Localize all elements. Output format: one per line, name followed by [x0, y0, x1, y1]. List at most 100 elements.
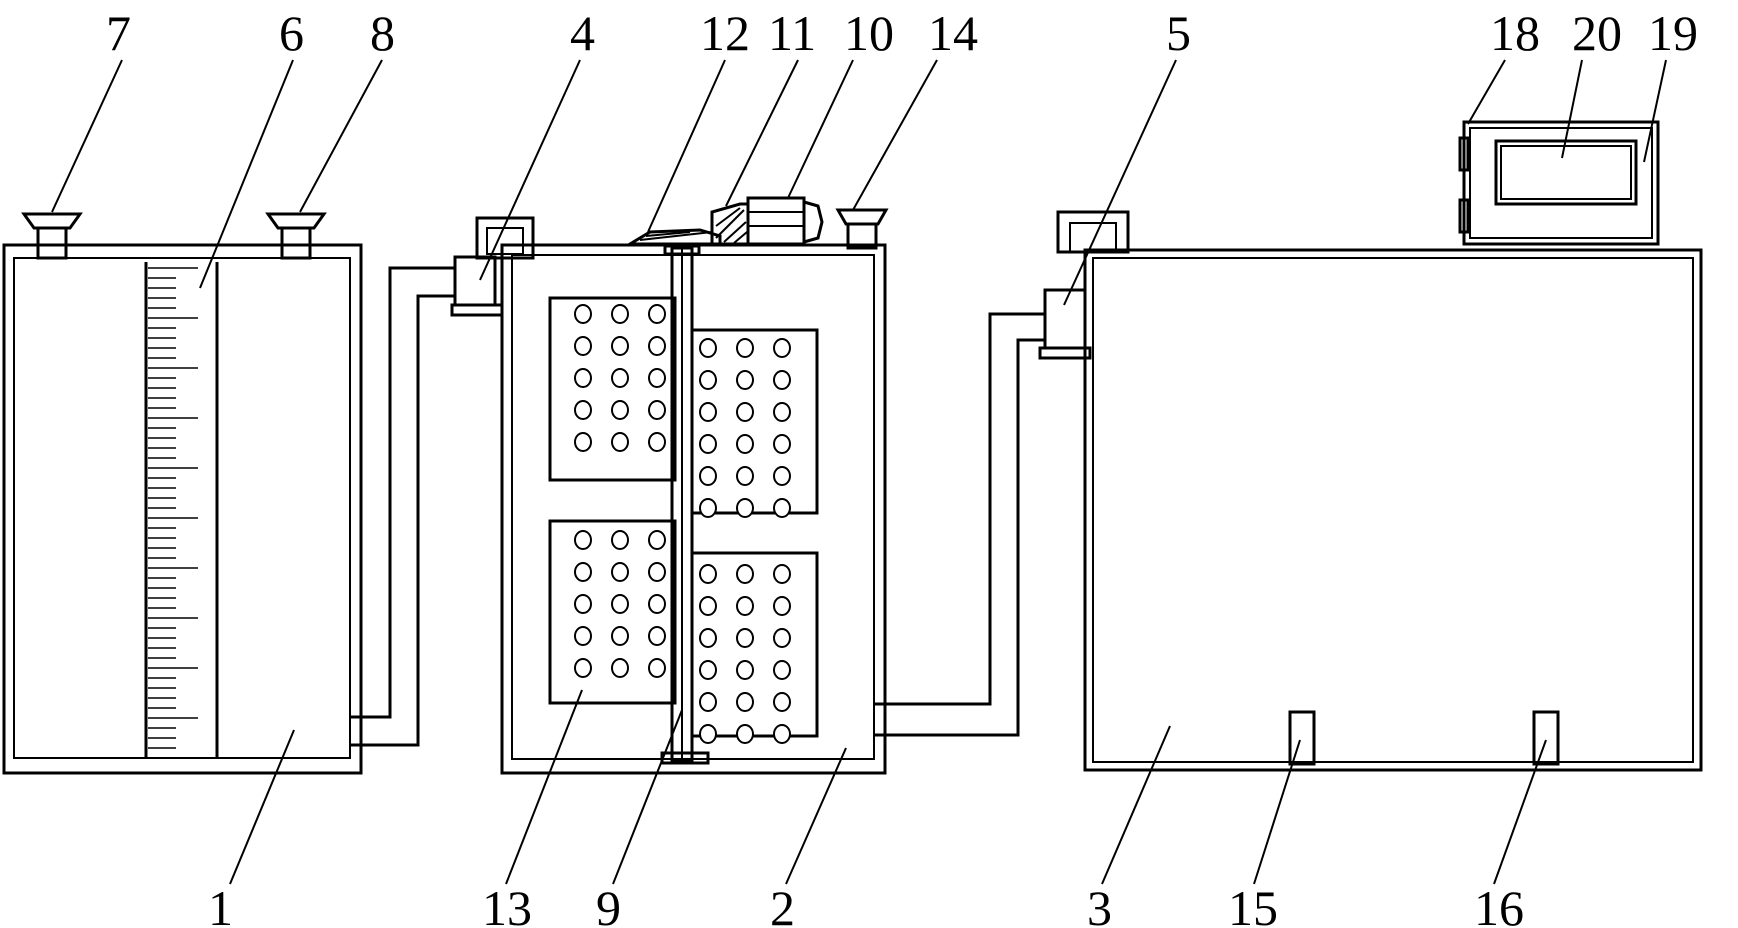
- paddle-panels-13: [548, 296, 819, 744]
- perforation-hole: [736, 692, 754, 712]
- perforation-hole: [574, 594, 592, 614]
- label-12: 12: [700, 5, 750, 61]
- perforation-hole: [699, 434, 717, 454]
- sensor-16: [1532, 710, 1560, 766]
- display-screen-20: [1494, 139, 1638, 206]
- perforation-hole: [773, 370, 791, 390]
- perforation-hole: [648, 530, 666, 550]
- label-18: 18: [1490, 5, 1540, 61]
- perforation-hole: [648, 626, 666, 646]
- perforation-hole: [574, 658, 592, 678]
- label-14: 14: [928, 5, 978, 61]
- tank-3: [1083, 248, 1703, 772]
- perforation-hole: [699, 692, 717, 712]
- funnel-inlet-8: [265, 212, 327, 260]
- perforation-hole: [736, 564, 754, 584]
- perforation-hole: [736, 370, 754, 390]
- perforation-hole: [736, 338, 754, 358]
- perforation-hole: [611, 336, 629, 356]
- label-15: 15: [1228, 880, 1278, 928]
- perforation-hole: [574, 530, 592, 550]
- perforation-hole: [648, 336, 666, 356]
- perforation-hole: [773, 564, 791, 584]
- label-3: 3: [1087, 880, 1112, 928]
- label-10: 10: [844, 5, 894, 61]
- funnel-inlet-7: [21, 212, 83, 260]
- perforation-hole: [773, 466, 791, 486]
- label-5: 5: [1166, 5, 1191, 61]
- gear-12: [624, 228, 722, 246]
- label-7: 7: [106, 5, 131, 61]
- perforation-hole: [773, 402, 791, 422]
- label-9: 9: [596, 880, 621, 928]
- perforation-hole: [648, 658, 666, 678]
- perforation-hole: [773, 434, 791, 454]
- perforation-hole: [648, 594, 666, 614]
- label-20: 20: [1572, 5, 1622, 61]
- perforation-hole: [611, 530, 629, 550]
- perforation-hole: [648, 400, 666, 420]
- scale-ruler-6: [144, 262, 219, 758]
- perforation-hole: [574, 336, 592, 356]
- perforation-hole: [736, 402, 754, 422]
- perforation-hole: [773, 628, 791, 648]
- label-2: 2: [770, 880, 795, 928]
- perforation-hole: [611, 432, 629, 452]
- perforation-hole: [699, 596, 717, 616]
- perforation-hole: [699, 498, 717, 518]
- label-19: 19: [1648, 5, 1698, 61]
- perforation-hole: [611, 594, 629, 614]
- perforation-hole: [736, 466, 754, 486]
- label-6: 6: [279, 5, 304, 61]
- perforation-hole: [736, 724, 754, 744]
- perforation-hole: [611, 400, 629, 420]
- perforation-hole: [648, 432, 666, 452]
- perforation-hole: [574, 368, 592, 388]
- perforation-hole: [574, 432, 592, 452]
- perforation-hole: [736, 434, 754, 454]
- perforation-hole: [699, 724, 717, 744]
- control-box-19: [1458, 120, 1660, 246]
- perforation-hole: [699, 402, 717, 422]
- perforation-hole: [699, 466, 717, 486]
- label-11: 11: [768, 5, 816, 61]
- label-8: 8: [370, 5, 395, 61]
- funnel-inlet-14: [835, 208, 889, 250]
- perforation-hole: [574, 400, 592, 420]
- perforation-hole: [773, 692, 791, 712]
- pipe-1-to-2: [350, 266, 455, 747]
- perforation-hole: [648, 562, 666, 582]
- perforation-hole: [773, 596, 791, 616]
- perforation-hole: [699, 564, 717, 584]
- sensor-15: [1288, 710, 1316, 766]
- perforation-hole: [648, 304, 666, 324]
- perforation-hole: [773, 498, 791, 518]
- perforation-hole: [699, 660, 717, 680]
- label-13: 13: [482, 880, 532, 928]
- gearbox-11: [710, 202, 750, 246]
- perforation-hole: [773, 338, 791, 358]
- part-labels: 7 6 8 4 12 11 10 14 5 18 20 19 1 13 9 2 …: [106, 5, 1698, 928]
- perforation-hole: [611, 304, 629, 324]
- perforation-hole: [611, 626, 629, 646]
- pump-4: [450, 216, 535, 317]
- perforation-hole: [699, 338, 717, 358]
- perforation-hole: [574, 562, 592, 582]
- perforation-hole: [736, 628, 754, 648]
- label-4: 4: [570, 5, 595, 61]
- perforation-hole: [773, 660, 791, 680]
- perforation-hole: [736, 660, 754, 680]
- perforation-hole: [574, 304, 592, 324]
- perforation-hole: [736, 596, 754, 616]
- perforation-hole: [773, 724, 791, 744]
- perforation-hole: [699, 628, 717, 648]
- motor-10: [746, 196, 824, 246]
- perforation-hole: [611, 368, 629, 388]
- perforation-hole: [611, 562, 629, 582]
- perforation-hole: [611, 658, 629, 678]
- leader-lines: [51, 59, 1667, 885]
- perforation-hole: [648, 368, 666, 388]
- tank-1: [2, 243, 363, 775]
- perforation-hole: [736, 498, 754, 518]
